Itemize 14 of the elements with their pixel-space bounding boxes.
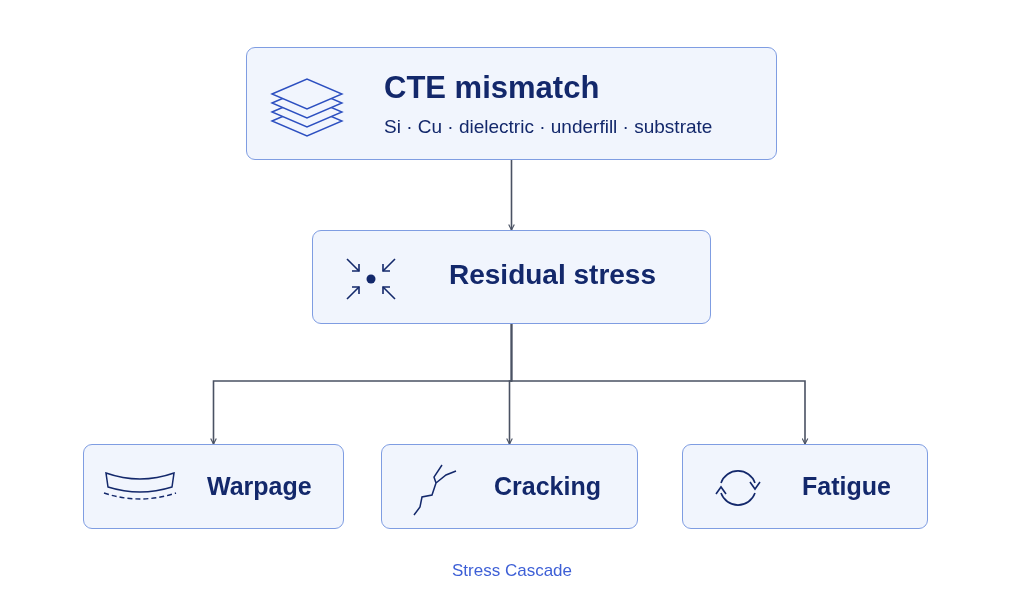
node-subtitle: Si · Cu · dielectric · underfill · substrate — [384, 116, 713, 138]
node-title: Residual stress — [449, 259, 656, 291]
node-title: Cracking — [494, 472, 601, 501]
node-title: Warpage — [207, 472, 312, 501]
process-box — [312, 230, 711, 324]
process-box — [246, 47, 777, 160]
process-box — [381, 444, 638, 529]
process-box — [83, 444, 344, 529]
arrow — [510, 323, 809, 445]
node-title: Fatigue — [802, 472, 891, 501]
arrow — [508, 159, 515, 231]
process-box — [682, 444, 928, 529]
node-title: CTE mismatch — [384, 70, 600, 106]
caption: Stress Cascade — [452, 561, 572, 580]
